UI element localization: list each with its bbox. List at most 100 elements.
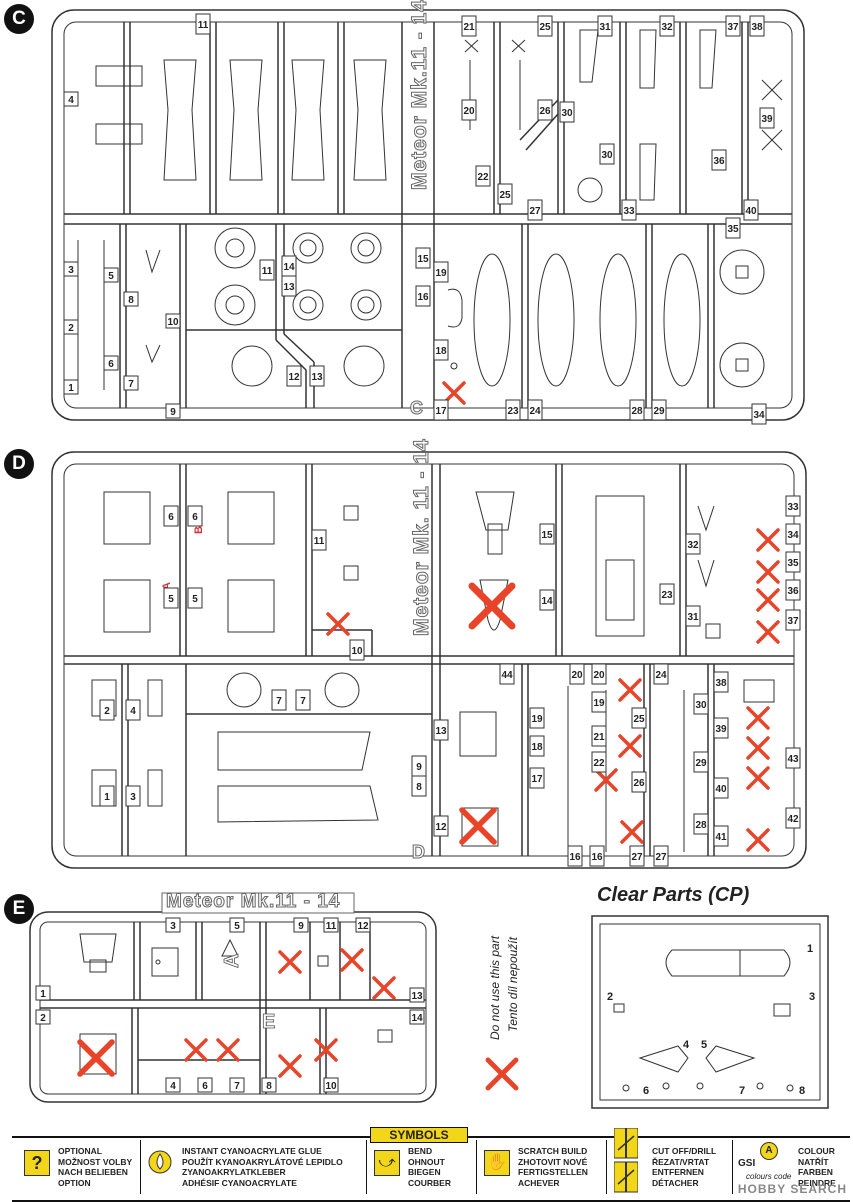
sprue-d-red-letter-b: B [193, 526, 205, 534]
sprue-c-part-number: 30 [561, 108, 573, 119]
sprue-c-part-number: 13 [311, 372, 323, 383]
sprue-c-part-number: 25 [539, 22, 551, 33]
sprue-d-red-letters: A B [161, 526, 205, 590]
sprue-e-part-number: 13 [411, 991, 423, 1002]
sprue-d-title: Meteor Mk. 11 - 14 [410, 438, 434, 637]
sprue-d-part-number: 37 [787, 616, 799, 627]
do-not-use-cross-symbol [488, 1060, 516, 1088]
sprue-e-part-number: 1 [40, 989, 46, 1000]
clear-part-number: 6 [643, 1085, 649, 1097]
sprue-e-part-number: 6 [202, 1081, 208, 1092]
sprue-e-part-number: 12 [357, 921, 369, 932]
sprue-c-gate-letter: C [410, 398, 424, 419]
sprue-e-part-letter-e: E [262, 1011, 275, 1033]
sprue-c-part-number: 30 [601, 150, 613, 161]
sprue-d-part-number: 43 [787, 754, 799, 765]
sprue-d-part-number: 1 [104, 792, 110, 803]
sprue-d-part-number: 10 [351, 646, 363, 657]
sprue-d-part-number: 28 [695, 820, 707, 831]
sprue-c-part-number: 36 [713, 156, 725, 167]
sprue-e-title-box [161, 892, 355, 914]
sprue-c-part-number: 5 [108, 271, 114, 282]
sprue-c-part-number: 16 [417, 292, 429, 303]
clear-parts-shapes [613, 949, 794, 1092]
sprue-d-crosses [326, 528, 780, 852]
sprue-e-parts [79, 933, 393, 1075]
gsi-brand: GSI [738, 1158, 756, 1169]
sprue-d-part-number: 14 [541, 596, 553, 607]
separator [732, 1140, 733, 1194]
sprue-d-part-number: 25 [633, 714, 645, 725]
sprue-d-part-number: 26 [633, 778, 645, 789]
sprue-c-part-number: 26 [539, 106, 551, 117]
sprue-e-part-number: 14 [411, 1013, 423, 1024]
sprue-c-part-number: 28 [631, 406, 643, 417]
sprue-c-part-number: 8 [128, 295, 134, 306]
sprue-d-part-number: 27 [655, 852, 667, 863]
sprue-c-part-number: 4 [68, 95, 74, 106]
sprue-c-part-number: 23 [507, 406, 519, 417]
sprue-c-part-number: 34 [753, 410, 765, 421]
sprue-c-part-number: 7 [128, 379, 134, 390]
sprue-c-part-number: 22 [477, 172, 489, 183]
sprue-d-part-number: 20 [571, 670, 583, 681]
sprue-d-part-number: 16 [569, 852, 581, 863]
sprue-d-part-number: 35 [787, 558, 799, 569]
sprue-e-part-number: 2 [40, 1013, 46, 1024]
sprue-c-part-number: 9 [170, 407, 176, 418]
sprue-c-part-number: 13 [283, 282, 295, 293]
watermark: HOBBY SEARCH [737, 1182, 847, 1196]
sprue-c-part-number: 11 [262, 266, 273, 277]
sprue-d-part-number: 39 [715, 724, 727, 735]
glue-drop-icon [148, 1150, 172, 1174]
sprue-d-part-number: 19 [593, 698, 605, 709]
sprue-d-part-number: 3 [130, 792, 136, 803]
sprue-c-part-number: 18 [435, 346, 447, 357]
sprue-d-part-number: 33 [787, 502, 799, 513]
clear-part-number: 4 [683, 1039, 690, 1051]
sprue-e-part-number: 3 [170, 921, 176, 932]
sprue-c-part-number: 25 [499, 190, 511, 201]
sprue-d-part-number: 13 [435, 726, 447, 737]
sprue-c-part-number: 27 [529, 206, 541, 217]
sprue-c-labels [63, 13, 775, 425]
sprue-e-badge: E [4, 894, 34, 924]
sprue-d-badge: D [4, 449, 34, 479]
sprue-e-part-number: 11 [326, 921, 337, 932]
sprue-d-part-number: 15 [541, 530, 553, 541]
sprue-c-part-number: 3 [68, 265, 74, 276]
sprue-d-part-number: 22 [593, 758, 605, 769]
sprue-d-part-number: 19 [531, 714, 543, 725]
sprue-d-part-number: 7 [300, 696, 306, 707]
clear-part-number: 3 [809, 991, 815, 1003]
sprue-c-title: Meteor Mk.11 - 14 [408, 0, 432, 191]
sprue-c-part-number: 38 [751, 22, 763, 33]
sprue-c-part-number: 6 [108, 359, 114, 370]
sprue-c-parts [77, 29, 783, 390]
sprue-e-label-boxes [35, 917, 425, 1093]
sprue-d-part-number: 8 [416, 782, 422, 793]
sprue-c-part-number: 35 [727, 224, 739, 235]
sprue-c-part-number: 21 [463, 22, 475, 33]
clear-parts-title: Clear Parts (CP) [597, 884, 750, 906]
clear-parts-frame [591, 915, 829, 1109]
separator [140, 1140, 141, 1194]
sprue-d-frame [51, 451, 807, 869]
sprue-c-part-number: 32 [661, 22, 673, 33]
question-icon: ? [24, 1150, 50, 1176]
sprue-c-part-number: 15 [417, 254, 429, 265]
sprue-d-part-number: 21 [593, 732, 605, 743]
sprue-e-part-number: 9 [298, 921, 304, 932]
sprue-d-part-number: 42 [787, 814, 799, 825]
sprue-d-part-number: 11 [314, 536, 325, 547]
sprue-d-part-number: 7 [276, 696, 282, 707]
sprue-d-part-number: 16 [591, 852, 603, 863]
sprue-d-part-number: 44 [501, 670, 513, 681]
sprue-d-part-number: 9 [416, 762, 422, 773]
